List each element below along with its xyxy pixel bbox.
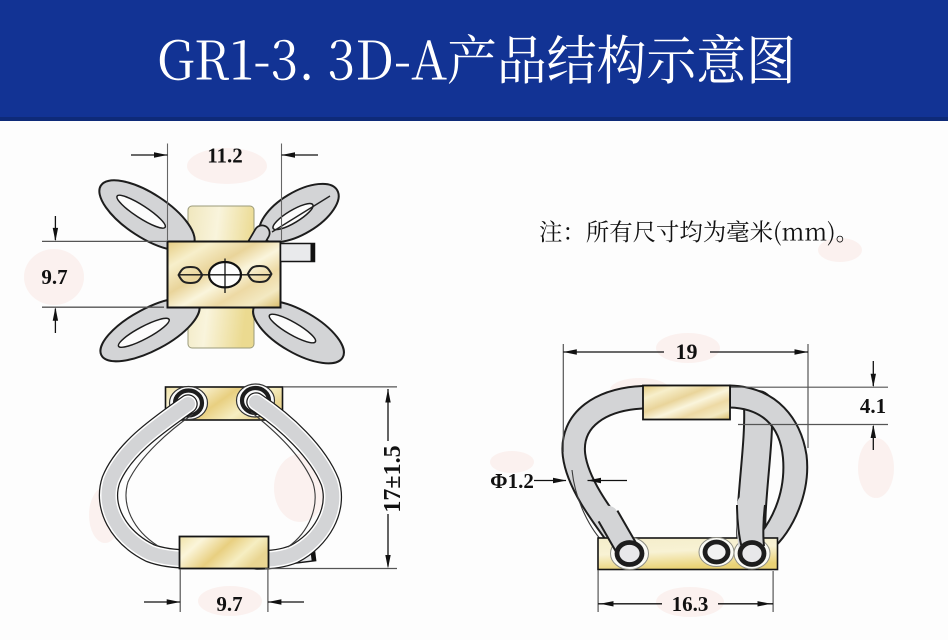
svg-text:16.3: 16.3 <box>672 592 709 616</box>
svg-text:4.1: 4.1 <box>860 394 886 418</box>
svg-text:9.7: 9.7 <box>216 592 242 616</box>
svg-text:17±1.5: 17±1.5 <box>380 445 406 512</box>
svg-text:9.7: 9.7 <box>41 265 67 289</box>
svg-text:11.2: 11.2 <box>207 144 243 168</box>
svg-text:Φ1.2: Φ1.2 <box>490 469 534 493</box>
svg-text:19: 19 <box>676 339 698 364</box>
